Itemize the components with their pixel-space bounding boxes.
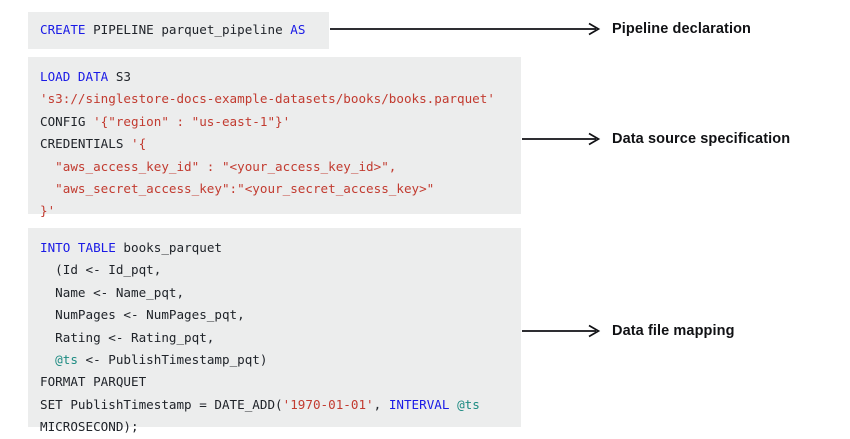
annotation-pipeline-declaration: Pipeline declaration (330, 19, 751, 39)
code-line: Rating <- Rating_pqt, (28, 327, 521, 349)
code-token: (Id <- Id_pqt, (40, 262, 162, 278)
annotation-label: Data source specification (612, 131, 791, 147)
code-token: INTERVAL (388, 396, 450, 412)
code-token: CREDENTIALS (40, 136, 131, 152)
arrow-right-icon (330, 22, 601, 36)
code-block-data-file-mapping: INTO TABLE books_parquet (Id <- Id_pqt, … (28, 228, 521, 434)
annotation-data-file-mapping: Data file mapping (522, 321, 735, 341)
code-token: CREATE (40, 22, 86, 37)
code-line: CREDENTIALS '{ (28, 133, 521, 155)
code-token: @ts (457, 396, 480, 412)
code-token: 's3://singlestore-docs-example-datasets/… (40, 91, 495, 107)
code-block-pipeline-declaration: CREATE PIPELINE parquet_pipeline AS (28, 12, 329, 49)
code-token: PIPELINE parquet_pipeline (93, 22, 283, 37)
code-token: SET PublishTimestamp = DATE_ADD( (40, 396, 283, 412)
code-line: MICROSECOND); (28, 416, 521, 438)
code-token: NumPages <- NumPages_pqt, (40, 307, 245, 323)
arrow-right-icon (522, 132, 601, 146)
code-line: NumPages <- NumPages_pqt, (28, 304, 521, 326)
code-line: "aws_access_key_id" : "<your_access_key_… (28, 156, 521, 178)
code-token: MICROSECOND); (40, 419, 139, 435)
code-token: books_parquet (115, 240, 222, 255)
code-line: INTO TABLE books_parquet (28, 237, 521, 259)
code-token: LOAD DATA (40, 69, 109, 84)
code-token: INTO TABLE (40, 240, 116, 255)
code-block-data-source: LOAD DATA S3 's3://singlestore-docs-examp… (28, 57, 521, 218)
code-token: FORMAT PARQUET (40, 374, 147, 390)
code-token: @ts (55, 351, 78, 367)
code-line: SET PublishTimestamp = DATE_ADD('1970-01… (28, 394, 521, 416)
code-line: "aws_secret_access_key":"<your_secret_ac… (28, 178, 521, 200)
code-token: '{ (131, 136, 147, 152)
code-token: Name <- Name_pqt, (40, 284, 185, 300)
code-token: AS (290, 22, 306, 37)
code-line: CONFIG '{"region" : "us-east-1"}' (28, 111, 521, 133)
code-line: (Id <- Id_pqt, (28, 259, 521, 281)
code-token: S3 (108, 69, 131, 84)
code-token: Rating <- Rating_pqt, (40, 329, 215, 345)
code-token (40, 352, 55, 367)
code-token: "aws_access_key_id" : "<your_access_key_… (40, 158, 397, 174)
code-token: , (373, 396, 389, 412)
code-line: @ts <- PublishTimestamp_pqt) (28, 349, 521, 371)
code-line: LOAD DATA S3 (28, 66, 521, 88)
annotation-label: Data file mapping (612, 323, 735, 339)
code-line: Name <- Name_pqt, (28, 282, 521, 304)
code-token: CONFIG (40, 113, 94, 129)
annotation-data-source-specification: Data source specification (522, 129, 790, 149)
arrow-right-icon (522, 324, 601, 338)
code-token (86, 22, 94, 37)
code-token (449, 397, 457, 412)
code-line: 's3://singlestore-docs-example-datasets/… (28, 88, 521, 110)
annotation-label: Pipeline declaration (612, 21, 751, 37)
code-line: CREATE PIPELINE parquet_pipeline AS (28, 19, 329, 41)
code-token: <- PublishTimestamp_pqt) (77, 351, 268, 367)
code-token: '{"region" : "us-east-1"}' (93, 113, 291, 129)
code-token: }' (40, 203, 56, 219)
code-line: FORMAT PARQUET (28, 371, 521, 393)
code-token: '1970-01-01' (282, 396, 374, 412)
code-line: }' (28, 200, 521, 222)
code-token: "aws_secret_access_key":"<your_secret_ac… (40, 180, 435, 196)
